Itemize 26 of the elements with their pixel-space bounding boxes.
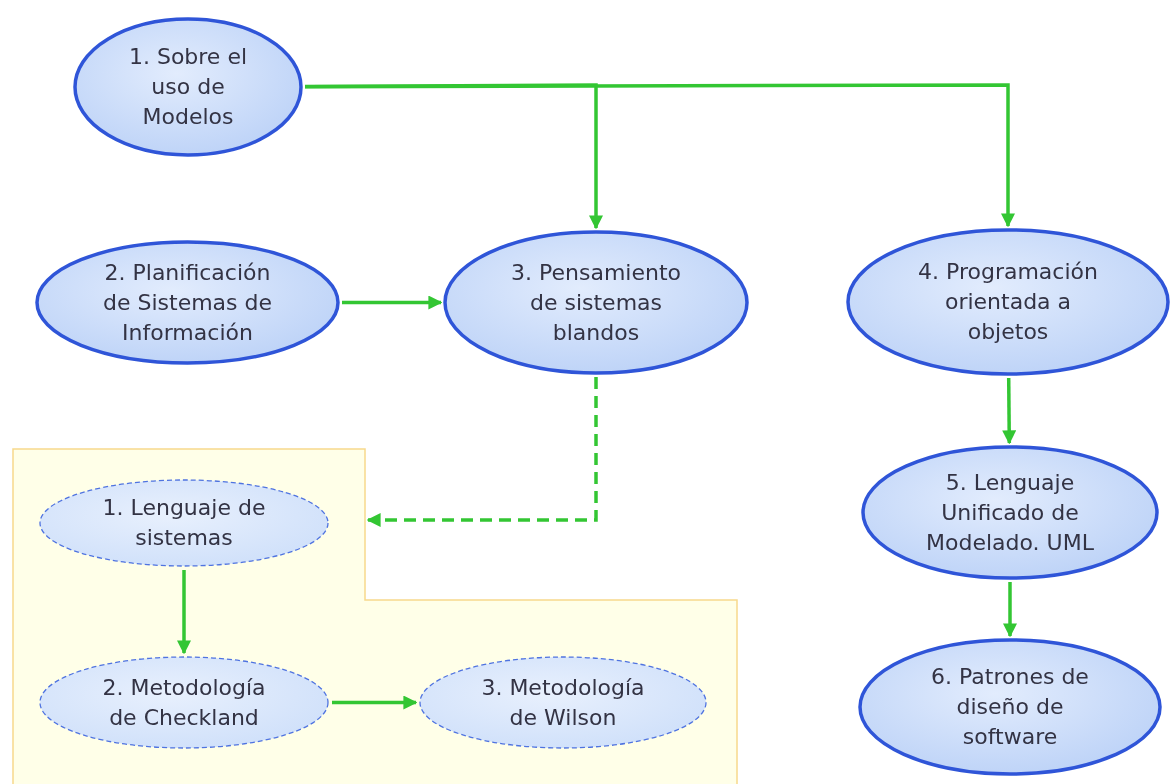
- arrow: [1003, 582, 1017, 638]
- arrow: [366, 377, 598, 527]
- node-label: 2. Metodología de Checkland: [101, 673, 267, 732]
- ellipse-node: [846, 228, 1170, 376]
- node-label: 3. Pensamiento de sistemas blandos: [510, 258, 682, 347]
- ellipse-node: [443, 230, 749, 375]
- node-label: 3. Metodología de Wilson: [480, 673, 646, 732]
- node-label: 5. Lenguaje Unificado de Modelado. UML: [925, 468, 1095, 557]
- ellipse-node: [38, 655, 330, 750]
- ellipse-node: [35, 240, 340, 365]
- arrow: [305, 83, 1015, 228]
- node-label: 1. Lenguaje de sistemas: [101, 494, 267, 552]
- ellipse-node: [73, 17, 303, 157]
- node-label: 6. Patrones de diseño de software: [930, 663, 1090, 751]
- node-label: 4. Programación orientada a objetos: [917, 258, 1099, 346]
- ellipse-node: [418, 655, 708, 750]
- ellipse-node: [861, 445, 1159, 580]
- arrow: [342, 295, 443, 310]
- arrow: [177, 570, 191, 655]
- group-panel: [12, 448, 738, 784]
- node-label: 1. Sobre el uso de Modelos: [127, 43, 249, 131]
- arrow: [332, 695, 418, 710]
- ellipse-node: [858, 638, 1162, 776]
- arrow: [1002, 378, 1017, 445]
- node-label: 2. Planificación de Sistemas de Información: [101, 258, 274, 347]
- ellipse-node: [38, 478, 330, 568]
